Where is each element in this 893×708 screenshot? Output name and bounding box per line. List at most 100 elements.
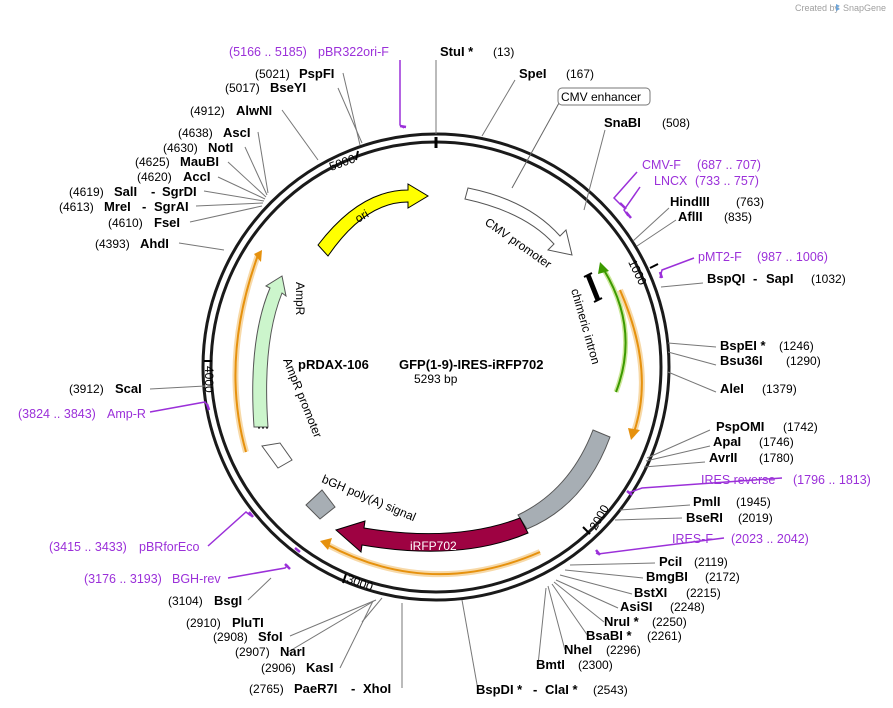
primer-range: (1796 .. 1813)	[793, 473, 871, 487]
enzyme-site-alwni[interactable]: (4912) AlwNI	[190, 103, 272, 118]
site-position: (763)	[736, 195, 764, 209]
site-position: (2300)	[578, 658, 613, 672]
primer-range: (5166 .. 5185)	[229, 45, 307, 59]
enzyme-site-acci[interactable]: (4620) AccI	[137, 169, 210, 184]
primer-amp-r[interactable]: (3824 .. 3843) Amp-R	[18, 407, 146, 421]
feature-chimeric-intron[interactable]: chimeric intron	[568, 272, 603, 366]
primer-name: IRES reverse	[701, 473, 775, 487]
separator: -	[533, 682, 537, 697]
primer-pmt2-f[interactable]: pMT2-F (987 .. 1006)	[698, 250, 828, 264]
enzyme-name: XhoI	[363, 681, 391, 696]
enzyme-site-pluti[interactable]: (2910) PluTI	[186, 615, 264, 630]
feature-ampr[interactable]: AmpR	[252, 275, 307, 429]
enzyme-site-maubi[interactable]: (4625) MauBI	[135, 154, 219, 169]
enzyme-site-scai[interactable]: (3912) ScaI	[69, 381, 142, 396]
enzyme-name: BmgBI	[646, 569, 688, 584]
enzyme-name: PaeR7I	[294, 681, 337, 696]
enzyme-name: SapI	[766, 271, 793, 286]
enzyme-site-kasi[interactable]: (2906) KasI	[261, 660, 333, 675]
enzyme-site-sali-sgrdi[interactable]: (4619) SalI - SgrDI	[69, 184, 197, 199]
enzyme-site-bsgi[interactable]: (3104) BsgI	[168, 593, 242, 608]
enzyme-name: NruI *	[604, 614, 640, 629]
primer-range: (687 .. 707)	[697, 158, 761, 172]
primer-lncx[interactable]: LNCX (733 .. 757)	[654, 174, 759, 188]
enzyme-site-bseyi[interactable]: (5017) BseYI	[225, 80, 306, 95]
enzyme-site-spei[interactable]: SpeI (167)	[519, 66, 594, 81]
enzyme-site-nhei[interactable]: NheI (2296)	[564, 642, 641, 657]
enzyme-site-alei[interactable]: AleI (1379)	[720, 381, 797, 396]
enzyme-site-bmti[interactable]: BmtI (2300)	[536, 657, 613, 672]
site-position: (4638)	[178, 126, 213, 140]
enzyme-site-pspomi[interactable]: PspOMI (1742)	[716, 419, 818, 434]
enzyme-site-bstxi[interactable]: BstXI (2215)	[634, 585, 721, 600]
enzyme-site-asci[interactable]: (4638) AscI	[178, 125, 250, 140]
enzyme-site-noti[interactable]: (4630) NotI	[163, 140, 233, 155]
enzyme-site-nari[interactable]: (2907) NarI	[235, 644, 305, 659]
enzyme-name: SalI	[114, 184, 137, 199]
primer-bgh-rev[interactable]: (3176 .. 3193) BGH-rev	[84, 572, 221, 586]
cmv-enhancer-callout[interactable]: CMV enhancer	[511, 87, 651, 189]
enzyme-site-bsu36i[interactable]: Bsu36I (1290)	[720, 353, 821, 368]
enzyme-name: ApaI	[713, 434, 741, 449]
site-position: (2019)	[738, 511, 773, 525]
enzyme-name: PspFI	[299, 66, 334, 81]
plasmid-name: pRDAX-106	[298, 357, 369, 372]
primer-name: CMV-F	[642, 158, 681, 172]
primer-cmv-f[interactable]: CMV-F (687 .. 707)	[642, 158, 761, 172]
enzyme-site-bspqi-sapi[interactable]: BspQI - SapI (1032)	[707, 271, 846, 286]
enzyme-site-stui[interactable]: StuI * (13)	[440, 44, 514, 59]
site-position: (4625)	[135, 155, 170, 169]
primer-range: (3824 .. 3843)	[18, 407, 96, 421]
primer-pbrforeco[interactable]: (3415 .. 3433) pBRforEco	[49, 540, 199, 554]
enzyme-site-fsei[interactable]: (4610) FseI	[108, 215, 180, 230]
primer-ires-reverse[interactable]: IRES reverse (1796 .. 1813)	[701, 473, 871, 487]
feature-bgh-polya[interactable]: bGH poly(A) signal	[305, 472, 418, 524]
enzyme-site-snabi[interactable]: SnaBI (508)	[604, 115, 690, 130]
site-position: (1290)	[786, 354, 821, 368]
enzyme-site-pspfi[interactable]: (5021) PspFI	[255, 66, 334, 81]
feature-ori[interactable]: ori	[317, 183, 429, 257]
feature-ampr-promoter[interactable]: AmpR promoter	[261, 356, 325, 469]
enzyme-site-asisi[interactable]: AsiSI (2248)	[620, 599, 705, 614]
enzyme-site-pmli[interactable]: PmlI (1945)	[693, 494, 771, 509]
enzyme-site-paer7i-xhoi[interactable]: (2765) PaeR7I - XhoI	[249, 681, 391, 696]
feature-cmv-promoter[interactable]: CMV promoter	[464, 187, 573, 271]
enzyme-site-apai[interactable]: ApaI (1746)	[713, 434, 794, 449]
separator: -	[753, 271, 757, 286]
tick-label: 3000	[345, 572, 375, 594]
enzyme-site-aflii[interactable]: AflII (835)	[678, 209, 752, 224]
primer-ires-f[interactable]: IRES-F (2023 .. 2042)	[672, 532, 809, 546]
enzyme-name: AvrII	[709, 450, 737, 465]
site-position: (4619)	[69, 185, 104, 199]
primer-name: pBR322ori-F	[318, 45, 389, 59]
site-position: (2543)	[593, 683, 628, 697]
enzyme-site-bseri[interactable]: BseRI (2019)	[686, 510, 773, 525]
enzyme-name: PciI	[659, 554, 682, 569]
primer-range: (3415 .. 3433)	[49, 540, 127, 554]
enzyme-site-sfoi[interactable]: (2908) SfoI	[213, 629, 283, 644]
primer-name: Amp-R	[107, 407, 146, 421]
enzyme-site-nrui[interactable]: NruI * (2250)	[604, 614, 687, 629]
enzyme-site-bspei[interactable]: BspEI * (1246)	[720, 338, 814, 353]
enzyme-site-avrii[interactable]: AvrII (1780)	[709, 450, 794, 465]
feature-irfp702[interactable]: iRFP702	[335, 517, 529, 553]
enzyme-name: SfoI	[258, 629, 283, 644]
feature-orange-orf-left	[232, 250, 262, 453]
site-position: (2907)	[235, 645, 270, 659]
primer-pbr322ori-f[interactable]: (5166 .. 5185) pBR322ori-F	[229, 45, 389, 59]
enzyme-site-bsabi[interactable]: BsaBI * (2261)	[586, 628, 682, 643]
enzyme-name: BsgI	[214, 593, 242, 608]
enzyme-site-pcii[interactable]: PciI (2119)	[659, 554, 728, 569]
enzyme-site-ahdi[interactable]: (4393) AhdI	[95, 236, 169, 251]
enzyme-site-bspdi-clai[interactable]: BspDI * - ClaI * (2543)	[476, 682, 628, 697]
enzyme-name: MreI	[104, 199, 131, 214]
enzyme-name: FseI	[154, 215, 180, 230]
enzyme-site-bmgbi[interactable]: BmgBI (2172)	[646, 569, 740, 584]
site-position: (2250)	[652, 615, 687, 629]
site-position: (3104)	[168, 594, 203, 608]
enzyme-name: PmlI	[693, 494, 720, 509]
site-position: (1780)	[759, 451, 794, 465]
primer-name: LNCX	[654, 174, 688, 188]
enzyme-site-mrei-sgrai[interactable]: (4613) MreI - SgrAI	[59, 199, 189, 214]
enzyme-site-hindiii[interactable]: HindIII (763)	[670, 194, 764, 209]
